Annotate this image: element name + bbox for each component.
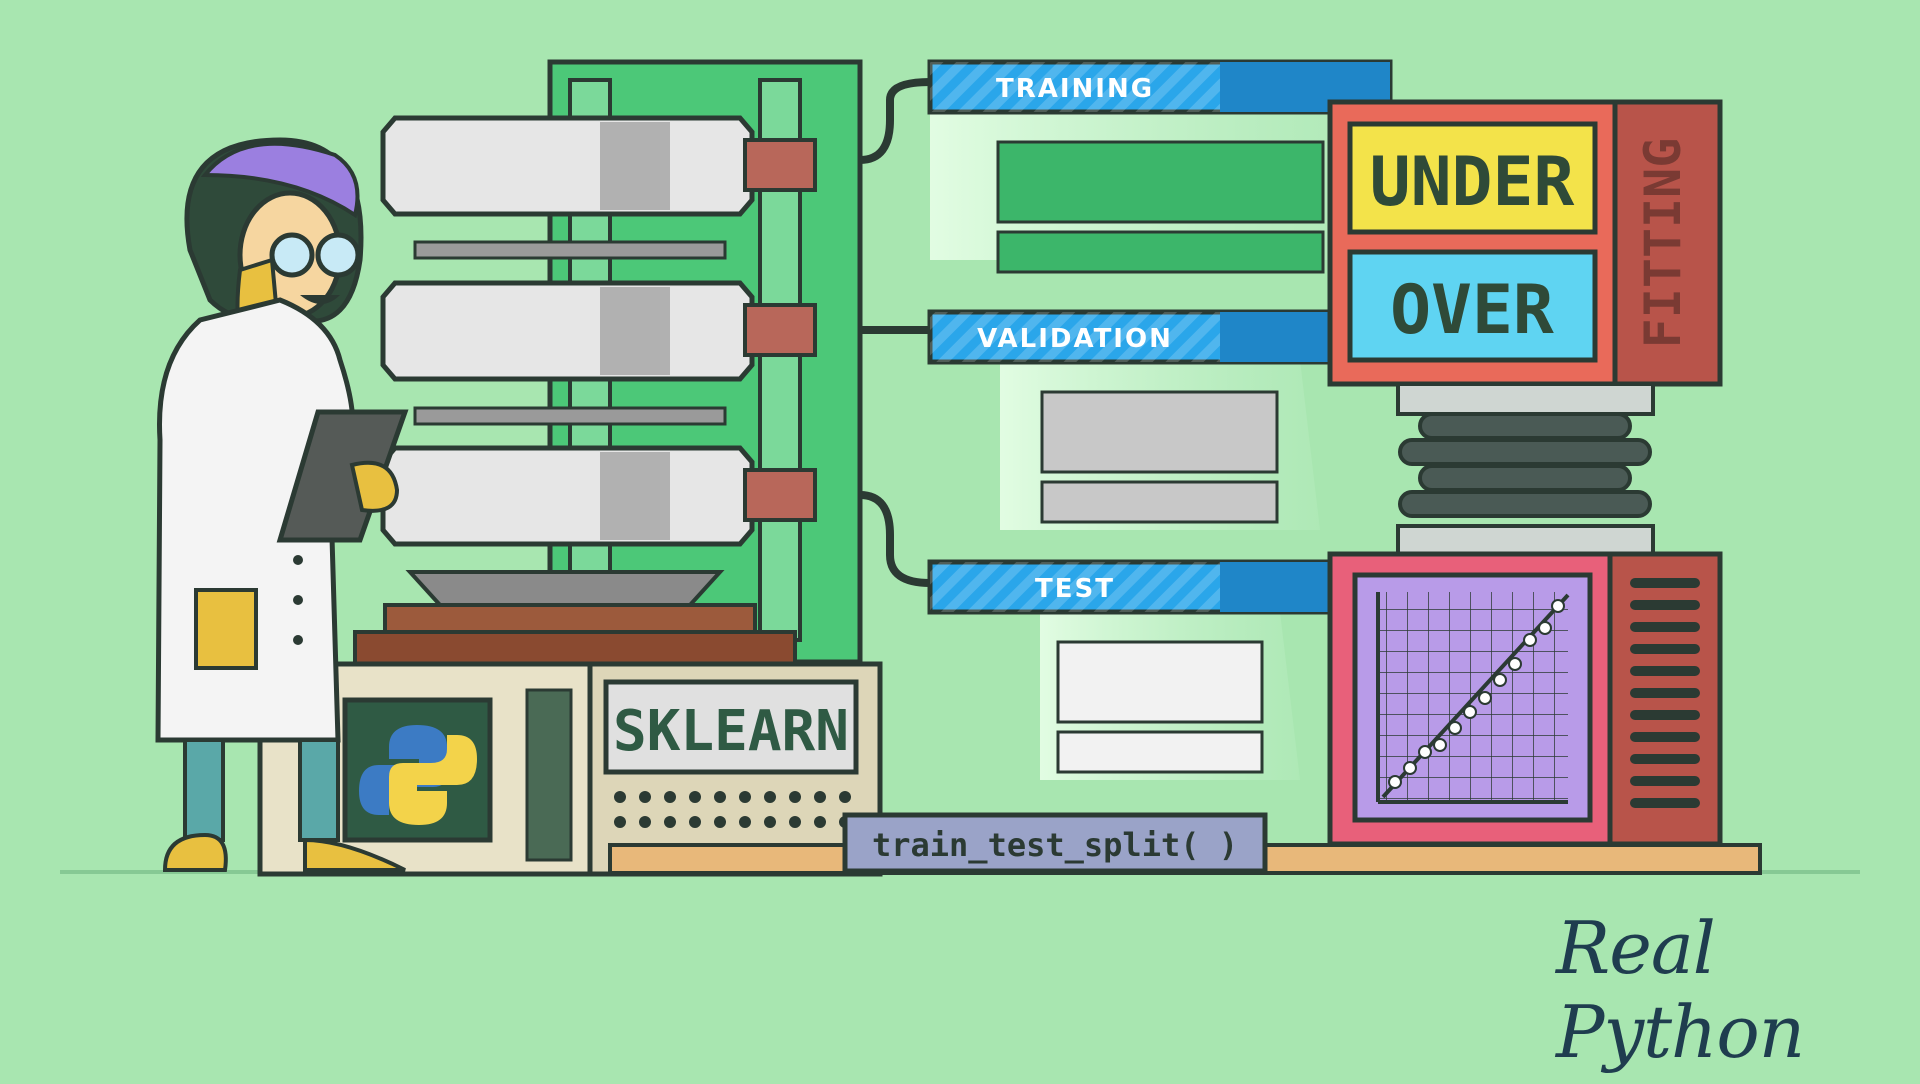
training-tag: TRAINING <box>927 59 1393 115</box>
leg-right <box>298 738 340 842</box>
function-plate: train_test_split( ) <box>842 812 1268 874</box>
training-grid <box>996 140 1325 274</box>
disk-spacer <box>413 240 727 260</box>
disk-2 <box>380 280 817 382</box>
test-label: TEST <box>1035 574 1115 604</box>
chart-monitor <box>1327 551 1723 847</box>
clipboard <box>276 409 409 543</box>
validation-tag: VALIDATION <box>927 309 1333 365</box>
vent-slots <box>1630 578 1700 808</box>
scientist <box>155 137 409 872</box>
vent-panel <box>525 688 573 862</box>
mouth <box>300 295 340 304</box>
shoe-left <box>162 832 228 872</box>
over-label: OVER <box>1390 271 1554 350</box>
coat-pocket <box>194 588 258 670</box>
brick-base <box>353 630 797 666</box>
hand-right <box>349 460 400 513</box>
disk-spacer <box>413 406 727 426</box>
cables <box>859 78 931 587</box>
glasses <box>269 232 361 278</box>
python-logo <box>359 725 477 825</box>
sklearn-screen <box>603 679 859 775</box>
under-label: UNDER <box>1370 143 1575 222</box>
fitting-label: FITTING <box>1634 138 1692 349</box>
chart-scatter-icon <box>1388 599 1565 789</box>
fitting-monitor: UNDER OVER FITTING <box>1327 99 1723 387</box>
real-python-logo: Real Python <box>1556 906 1805 1074</box>
server-rack <box>353 59 863 666</box>
validation-label: VALIDATION <box>977 324 1173 354</box>
leg-left <box>183 738 225 842</box>
disk-3 <box>380 445 817 547</box>
coil <box>1396 382 1655 556</box>
function-label: train_test_split( ) <box>872 826 1238 864</box>
validation-grid <box>1040 390 1279 524</box>
shoe-right <box>303 837 406 872</box>
test-tag: TEST <box>927 559 1333 615</box>
funnel <box>405 570 725 607</box>
test-grid <box>1056 640 1264 774</box>
sklearn-label: SKLEARN <box>613 699 849 764</box>
python-chip <box>342 697 493 843</box>
disk-1 <box>380 115 817 217</box>
training-label: TRAINING <box>996 74 1154 104</box>
